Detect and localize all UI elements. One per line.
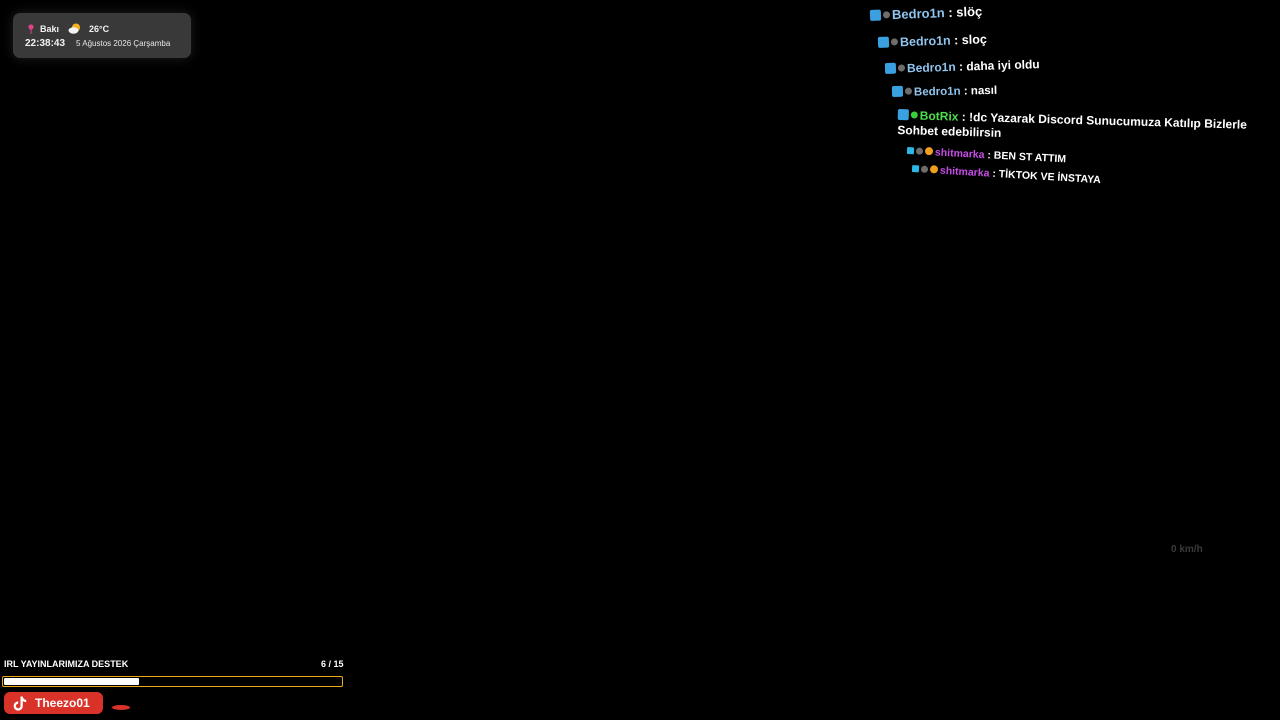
chat-message: Bedro1n : nasıl [891,84,998,99]
temperature-label: 26°C [89,24,110,34]
status-dot-icon [897,64,906,72]
moderator-badge-icon [897,109,909,121]
map-pin-icon [28,24,34,34]
bot-status-dot-icon [910,111,918,119]
moderator-badge-icon [884,62,897,75]
location-label: Bakı [40,24,60,34]
status-dot-icon [915,147,924,155]
chat-separator: : [960,85,971,98]
chat-message: shitmarka : TİKTOK VE İNSTAYA [911,163,1102,187]
goal-title: IRL YAYINLARIMIZA DESTEK [4,659,129,669]
tiktok-badge: Theezo01 [4,692,103,714]
chat-separator: : [950,33,963,48]
status-dot-icon [882,11,891,19]
chat-username: Bedro1n [906,59,956,76]
clock-date: 5 Ağustos 2026 Çarşamba [76,39,171,48]
red-indicator [112,705,130,710]
chat-text: BEN ST ATTIM [993,149,1067,166]
chat-username: BotRix [919,108,959,124]
chat-message: Bedro1n : slöç [869,3,983,23]
chat-message: Bedro1n : sloç [877,32,988,50]
chat-message: shitmarka : BEN ST ATTIM [906,145,1067,166]
goal-progress-bar [2,676,343,687]
goal-count: 6 / 15 [321,659,344,669]
chat-message: BotRix : !dc Yazarak Discord Sunucumuza … [897,108,1276,149]
status-dot-icon [890,38,899,46]
chat-text: nasıl [970,84,998,98]
chat-text: sloç [961,32,988,48]
tiktok-handle: Theezo01 [35,696,90,710]
status-dot-icon [904,88,913,96]
coin-badge-icon [924,147,934,156]
tiktok-icon [13,696,27,711]
chat-text: daha iyi oldu [966,57,1040,74]
subscriber-badge-icon [911,164,920,173]
speed-readout: 0 km/h [1171,544,1203,555]
chat-text: slöç [955,3,983,20]
moderator-badge-icon [891,86,904,98]
goal-progress-fill [4,678,139,685]
chat-username: Bedro1n [891,5,945,23]
chat-text: TİKTOK VE İNSTAYA [998,168,1102,187]
status-dot-icon [920,165,929,173]
chat-username: shitmarka [939,164,990,180]
chat-username: Bedro1n [899,33,951,50]
subscriber-badge-icon [906,146,915,155]
clock-time: 22:38:43 [25,38,66,49]
moderator-badge-icon [877,36,890,49]
weather-clock-widget [13,13,191,58]
partly-cloudy-icon [68,23,80,34]
moderator-badge-icon [869,9,882,22]
chat-username: Bedro1n [913,85,961,99]
coin-badge-icon [929,165,939,174]
chat-separator: : [944,4,957,21]
chat-username: shitmarka [934,146,985,162]
chat-message: Bedro1n : daha iyi oldu [884,57,1040,76]
